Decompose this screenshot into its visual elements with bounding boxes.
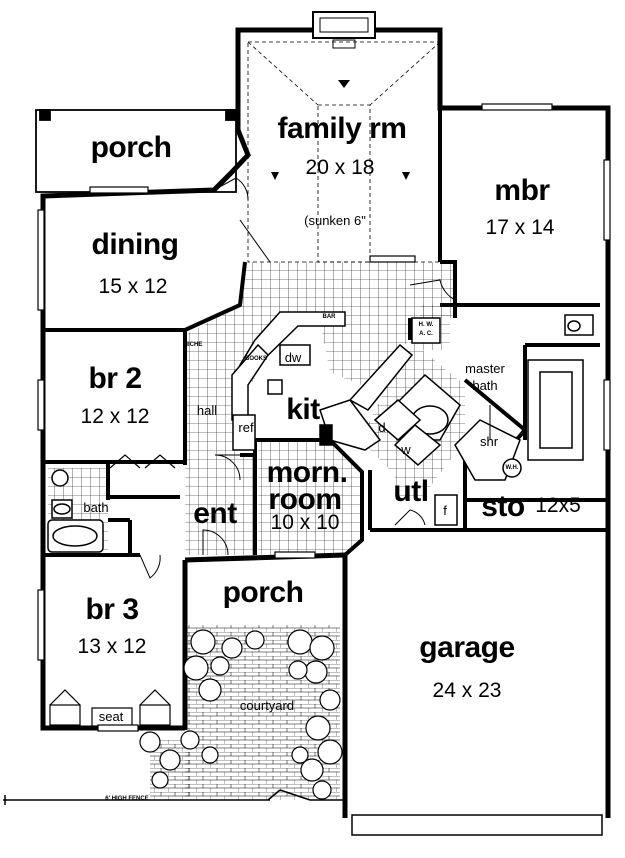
label-wh: W.H. <box>505 465 519 471</box>
room-kit: kit <box>286 393 320 426</box>
label-ref: ref <box>238 420 254 435</box>
label-seat: seat <box>98 709 124 724</box>
master-bath-fixtures <box>394 314 594 481</box>
room-family-note: (sunken 6" <box>304 213 366 228</box>
label-books: BOOKS <box>244 356 268 362</box>
room-porch-top: porch <box>90 131 172 164</box>
ceiling-arrow <box>402 172 410 180</box>
room-dining: dining <box>91 228 179 261</box>
room-br2: br 2 <box>88 362 142 395</box>
garage-door <box>351 814 603 836</box>
hall-bath-fixtures <box>47 469 104 553</box>
room-sto-dims: 12x5 <box>535 494 581 517</box>
room-mbr-dims: 17 x 14 <box>485 216 555 239</box>
vaulted-ceiling-lines <box>247 41 441 263</box>
label-dw: dw <box>284 350 302 365</box>
label-courtyard: courtyard <box>239 698 295 713</box>
label-bar: BAR <box>322 314 336 320</box>
label-shower: shr <box>479 434 499 449</box>
door-swings <box>139 177 491 579</box>
room-br3-dims: 13 x 12 <box>77 635 147 658</box>
label-ac: A. C. <box>419 331 433 337</box>
room-family: family rm <box>277 112 407 145</box>
room-utl: utl <box>393 475 429 508</box>
room-sto: sto <box>481 490 525 523</box>
room-mbr: mbr <box>494 174 550 207</box>
label-bath: bath <box>83 500 109 515</box>
label-master-bath-line1: master <box>465 361 505 376</box>
label-niche: NICHE <box>183 342 203 348</box>
label-washer: w <box>401 442 411 457</box>
room-garage-dims: 24 x 23 <box>432 679 502 702</box>
shrubs <box>139 629 343 800</box>
label-hall: hall <box>196 403 218 418</box>
label-master-bath-line2: bath <box>472 378 498 393</box>
label-freezer: f <box>443 503 447 518</box>
room-ent: ent <box>193 497 237 530</box>
label-hw: H. W. <box>418 322 434 328</box>
windows <box>37 103 611 732</box>
kitchen-counters <box>231 311 414 451</box>
room-br3: br 3 <box>85 593 139 626</box>
laundry-appliances <box>373 398 458 526</box>
interior-walls <box>43 108 608 557</box>
room-morn-line1: morn. <box>266 456 348 489</box>
ceiling-arrow <box>271 172 279 180</box>
room-garage: garage <box>419 631 515 664</box>
ceiling-arrow <box>338 80 350 88</box>
room-br2-dims: 12 x 12 <box>80 405 150 428</box>
room-porch-front: porch <box>222 576 304 609</box>
room-morn-line2: room <box>268 483 343 516</box>
room-family-dims: 20 x 18 <box>305 156 375 179</box>
label-dryer: d <box>378 420 386 435</box>
label-fence: 6' HIGH FENCE <box>105 796 149 802</box>
fence <box>3 789 345 805</box>
fireplace <box>312 11 376 49</box>
room-dining-dims: 15 x 12 <box>98 275 168 298</box>
room-morn-dims: 10 x 10 <box>270 511 340 534</box>
closet-doors <box>49 454 176 727</box>
